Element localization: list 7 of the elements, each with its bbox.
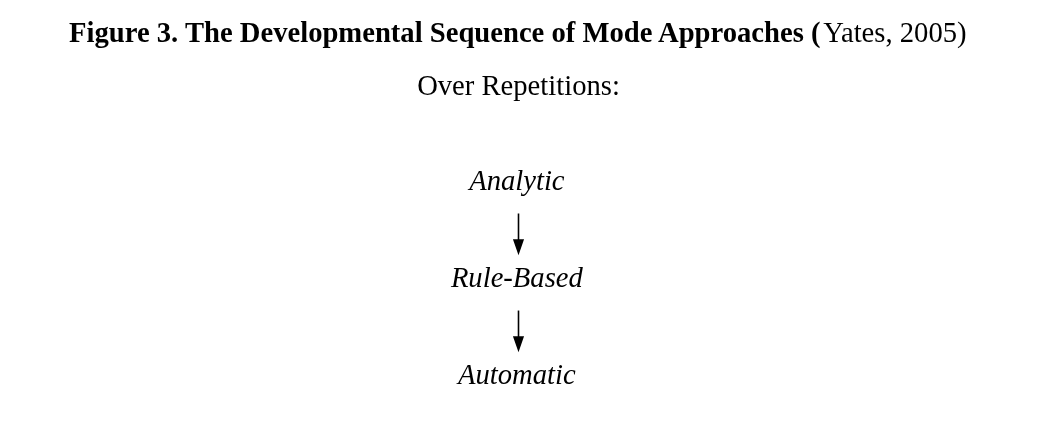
arrow: [512, 309, 525, 353]
diagram-title: Figure 3. The Developmental Sequence of Mode Approaches (Yates, 2005): [69, 16, 967, 49]
node-text: Automatic: [458, 358, 576, 391]
node-text: Rule-Based: [450, 261, 583, 294]
label: Over Repetitions:: [417, 68, 620, 101]
node-text: Analytic: [469, 164, 565, 197]
arrow: [512, 212, 525, 256]
